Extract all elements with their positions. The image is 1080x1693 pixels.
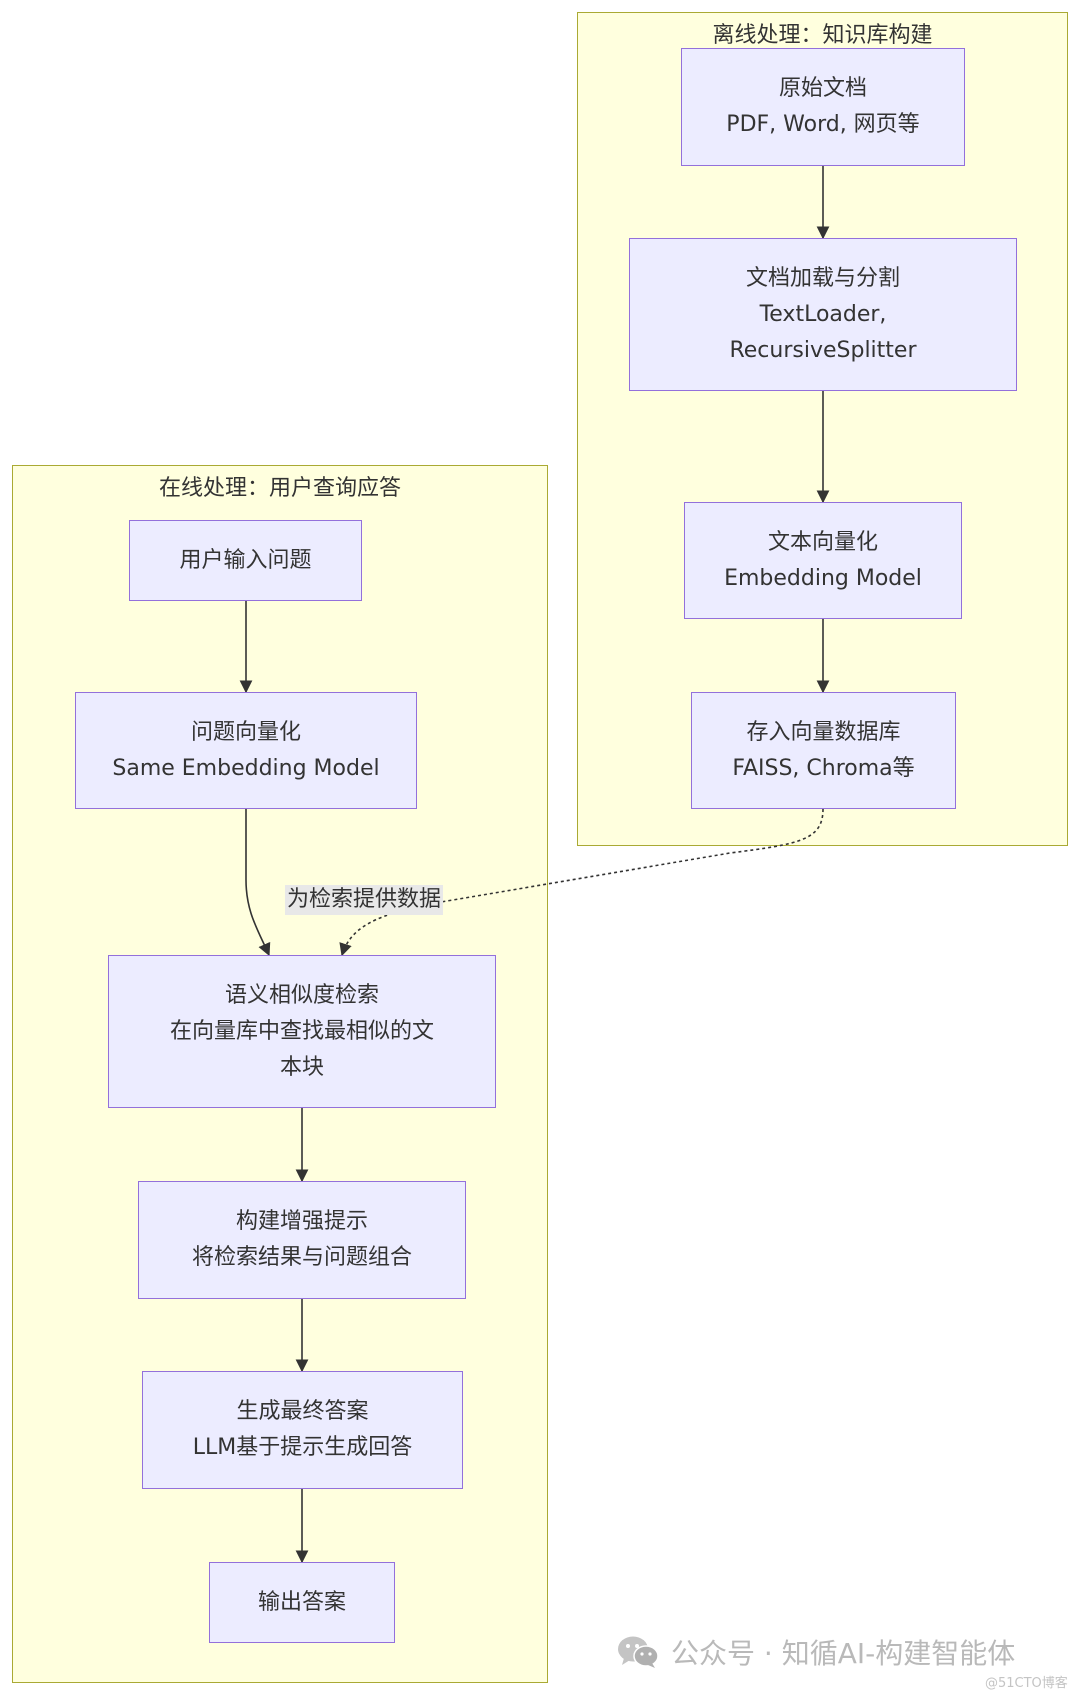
node-load-split-line2: TextLoader, — [759, 301, 887, 327]
node-question-vectorize-line2: Same Embedding Model — [112, 755, 380, 781]
edge-qvec-to-search — [245, 809, 271, 957]
edge-store-to-search — [339, 808, 824, 957]
online-cluster-title: 在线处理：用户查询应答 — [158, 476, 401, 501]
node-semantic-search-line3: 本块 — [279, 1054, 324, 1080]
node-generate-answer-line2: LLM基于提示生成回答 — [192, 1435, 413, 1460]
node-question-vectorize-line1: 问题向量化 — [190, 719, 301, 745]
node-output-answer: 输出答案 — [209, 1562, 395, 1643]
node-text-vectorize-line1: 文本向量化 — [767, 529, 878, 555]
offline-cluster-title: 离线处理：知识库构建 — [712, 23, 933, 48]
node-semantic-search-line2: 在向量库中查找最相似的文 — [169, 1018, 434, 1044]
node-text-vectorize-line2: Embedding Model — [724, 565, 922, 591]
node-question-vectorize: 问题向量化 Same Embedding Model — [75, 692, 417, 809]
watermark-credit: @51CTO博客 — [985, 1676, 1068, 1691]
node-store-vectors: 存入向量数据库 FAISS, Chroma等 — [691, 692, 956, 809]
node-semantic-search: 语义相似度检索 在向量库中查找最相似的文 本块 — [108, 955, 496, 1108]
node-user-input: 用户输入问题 — [129, 520, 362, 601]
watermark: 公众号 · 知循AI-构建智能体 — [617, 1632, 1015, 1672]
node-text-vectorize: 文本向量化 Embedding Model — [684, 502, 962, 619]
node-semantic-search-line1: 语义相似度检索 — [224, 982, 379, 1008]
node-output-answer-line1: 输出答案 — [257, 1589, 346, 1615]
node-store-vectors-line2: FAISS, Chroma等 — [732, 755, 915, 781]
node-build-prompt-line2: 将检索结果与问题组合 — [191, 1245, 412, 1270]
node-load-split: 文档加载与分割 TextLoader, RecursiveSplitter — [629, 238, 1017, 391]
watermark-text: 公众号 · 知循AI-构建智能体 — [671, 1637, 1016, 1670]
wechat-icon — [618, 1636, 659, 1668]
node-raw-documents: 原始文档 PDF, Word, 网页等 — [681, 48, 965, 166]
node-build-prompt: 构建增强提示 将检索结果与问题组合 — [138, 1181, 466, 1299]
node-build-prompt-line1: 构建增强提示 — [235, 1209, 368, 1234]
node-load-split-line3: RecursiveSplitter — [729, 337, 917, 363]
node-load-split-line1: 文档加载与分割 — [745, 265, 900, 291]
node-generate-answer-line1: 生成最终答案 — [236, 1399, 369, 1424]
node-generate-answer: 生成最终答案 LLM基于提示生成回答 — [142, 1371, 463, 1489]
node-user-input-line1: 用户输入问题 — [179, 547, 312, 573]
node-raw-documents-line1: 原始文档 — [778, 76, 867, 101]
node-store-vectors-line1: 存入向量数据库 — [746, 719, 901, 745]
node-raw-documents-line2: PDF, Word, 网页等 — [726, 112, 920, 137]
edge-label-provide-data: 为检索提供数据 — [285, 885, 444, 915]
